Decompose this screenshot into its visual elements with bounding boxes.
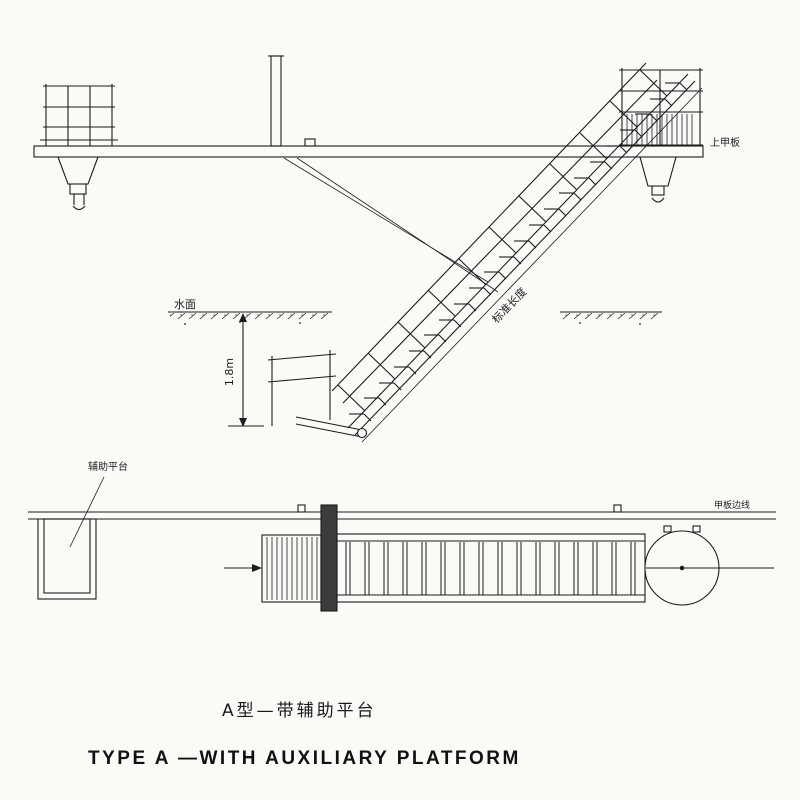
left-deck-bracket [57,156,99,211]
auxiliary-platform-label: 辅助平台 [88,460,128,473]
water-line [168,311,662,325]
right-platform-elevation [619,68,703,146]
caption-chinese: A型—带辅助平台 [222,701,377,721]
inclined-ladder [331,62,696,436]
drawing-labels: 水面 1.8m 标准长度 上甲板 辅助平台 甲板边线 [88,136,750,511]
plan-view [28,476,776,612]
height-dimension-label: 1.8m [223,358,236,386]
right-deck-bracket [639,156,677,203]
deck-edge-label: 甲板边线 [714,499,750,511]
left-platform-elevation [40,84,118,146]
lower-platform-elevation [267,350,368,439]
turntable-plan [644,525,774,606]
ladder-length-dimension-line [361,87,703,443]
elevation-view [33,55,704,443]
upper-deck-beam [33,145,704,158]
davit-post [268,55,316,147]
captions: A型—带辅助平台 TYPE A —WITH AUXILIARY PLATFORM [88,701,521,769]
water-surface-label: 水面 [174,298,196,311]
deck-edge-line [28,504,776,520]
support-wires [283,157,499,293]
height-dimension [228,313,264,427]
caption-english: TYPE A —WITH AUXILIARY PLATFORM [88,748,521,769]
upper-deck-label: 上甲板 [710,136,740,149]
ladder-plan [224,504,646,612]
auxiliary-platform-plan [37,476,105,600]
ladder-length-label: 标准长度 [489,285,530,326]
